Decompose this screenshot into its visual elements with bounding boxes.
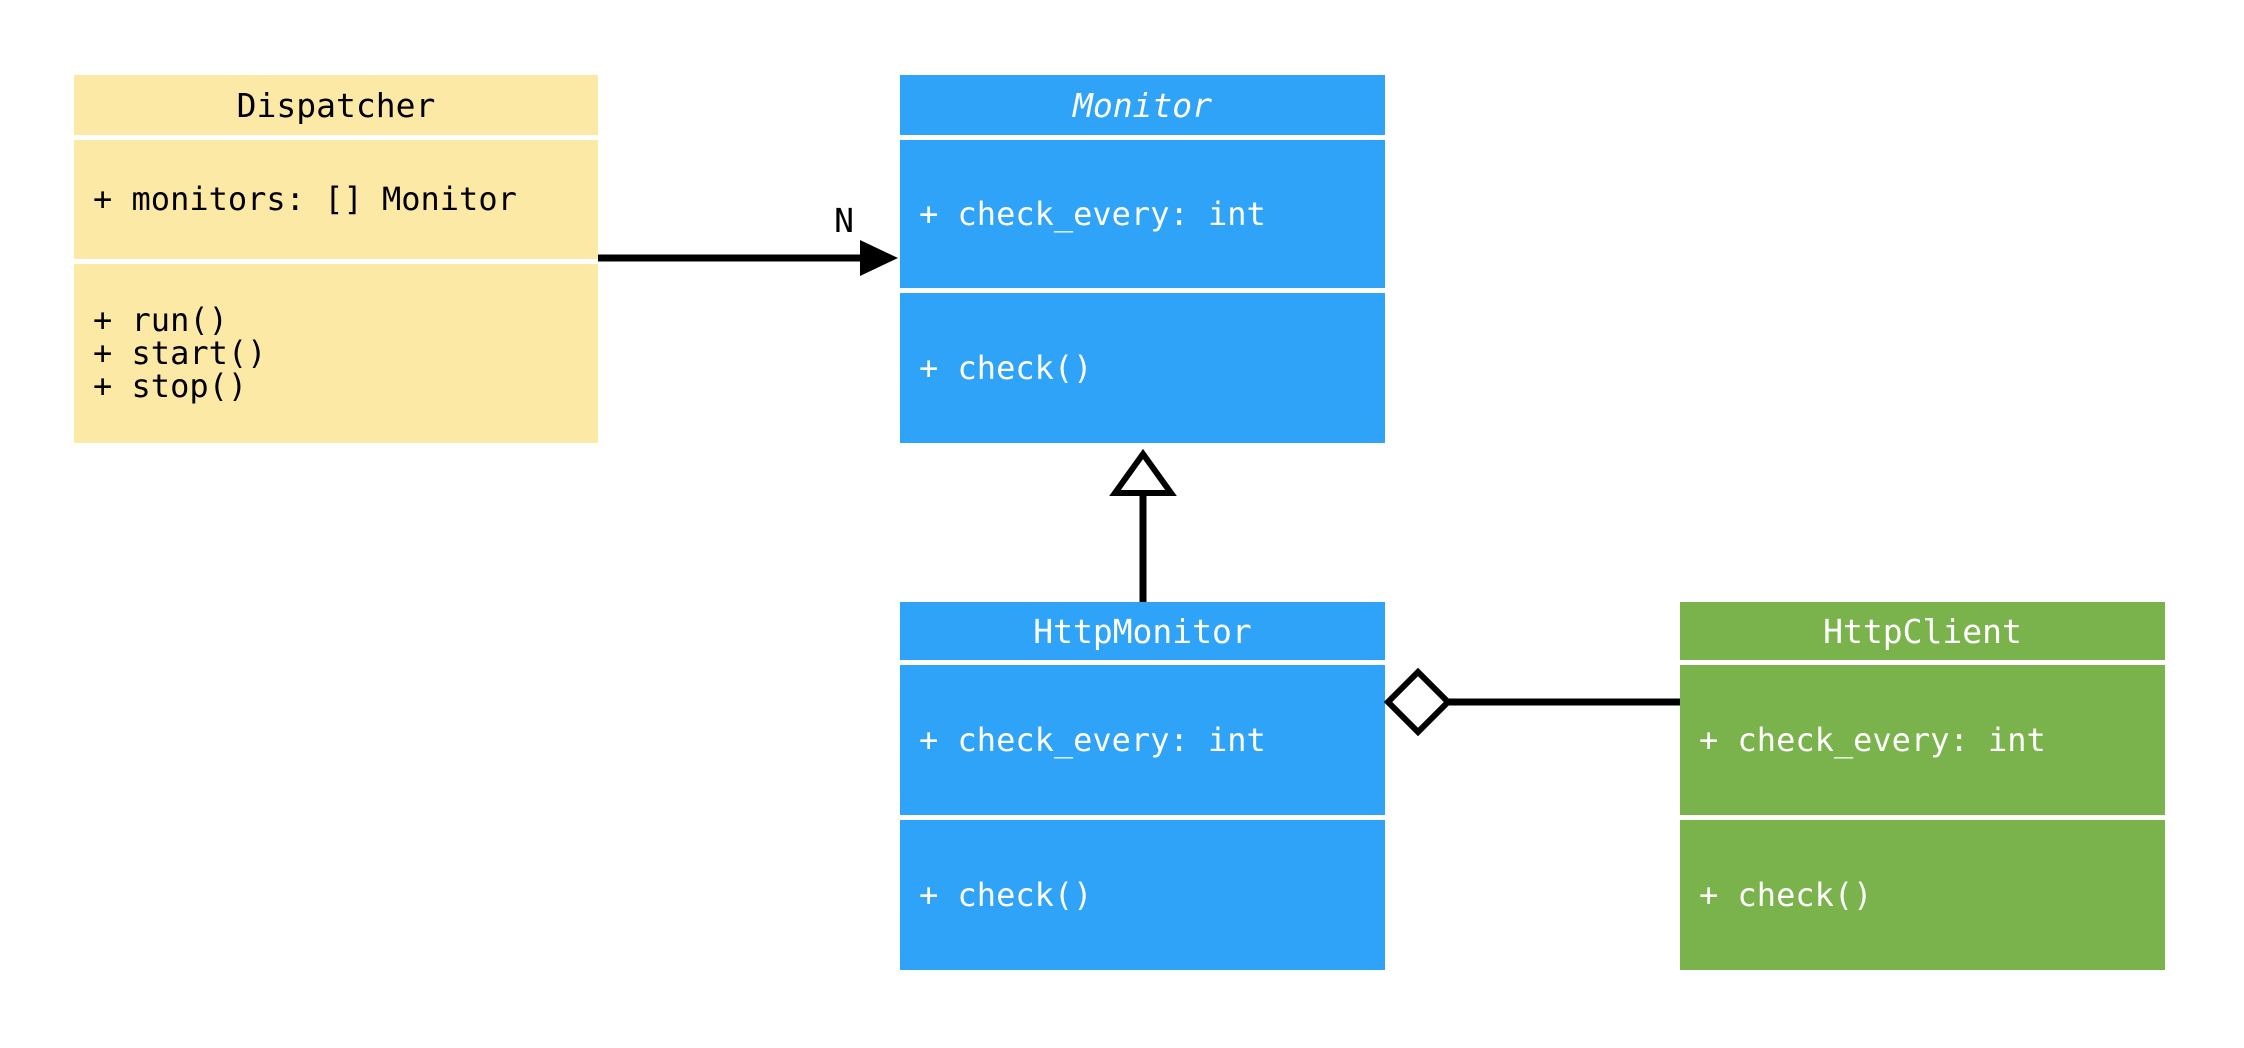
class-name: HttpMonitor bbox=[1033, 611, 1252, 651]
class-box-monitor: Monitor + check_every: int + check() bbox=[900, 75, 1385, 443]
attribute-line: + check_every: int bbox=[919, 194, 1266, 233]
attributes-section: + check_every: int bbox=[900, 665, 1385, 815]
method-line: + stop() bbox=[93, 367, 248, 405]
class-title-monitor: Monitor bbox=[900, 75, 1385, 135]
methods-section: + run() + start() + stop() bbox=[74, 264, 598, 443]
filled-arrowhead-icon bbox=[860, 240, 898, 276]
methods-section: + check() bbox=[900, 820, 1385, 970]
multiplicity-label: N bbox=[834, 201, 854, 240]
methods-section: + check() bbox=[1680, 820, 2165, 970]
class-title-httpmonitor: HttpMonitor bbox=[900, 602, 1385, 660]
method-line: + check() bbox=[919, 348, 1093, 387]
attribute-line: + check_every: int bbox=[1699, 720, 2046, 759]
method-line: + run() bbox=[93, 301, 228, 339]
class-title-httpclient: HttpClient bbox=[1680, 602, 2165, 660]
class-name: HttpClient bbox=[1823, 611, 2022, 651]
class-box-httpclient: HttpClient + check_every: int + check() bbox=[1680, 602, 2165, 970]
association-arrow-dispatcher-monitor bbox=[598, 240, 898, 276]
method-line: + check() bbox=[919, 875, 1093, 914]
aggregation-connector-httpmonitor-httpclient bbox=[1383, 667, 1680, 737]
class-box-dispatcher: Dispatcher + monitors: [] Monitor + run(… bbox=[74, 75, 598, 443]
class-name: Dispatcher bbox=[236, 85, 436, 125]
class-box-httpmonitor: HttpMonitor + check_every: int + check() bbox=[900, 602, 1385, 970]
class-name: Monitor bbox=[1072, 85, 1213, 125]
class-title-dispatcher: Dispatcher bbox=[74, 75, 598, 135]
method-line: + check() bbox=[1699, 875, 1873, 914]
generalization-arrow-httpmonitor-monitor bbox=[1109, 448, 1177, 602]
methods-section: + check() bbox=[900, 293, 1385, 443]
hollow-triangle-arrowhead-icon bbox=[1109, 448, 1177, 496]
attributes-section: + check_every: int bbox=[900, 140, 1385, 288]
method-line: + start() bbox=[93, 334, 267, 372]
attribute-line: + check_every: int bbox=[919, 720, 1266, 759]
hollow-diamond-icon bbox=[1383, 667, 1453, 737]
attribute-line: + monitors: [] Monitor bbox=[93, 180, 517, 218]
attributes-section: + check_every: int bbox=[1680, 665, 2165, 815]
attributes-section: + monitors: [] Monitor bbox=[74, 140, 598, 259]
